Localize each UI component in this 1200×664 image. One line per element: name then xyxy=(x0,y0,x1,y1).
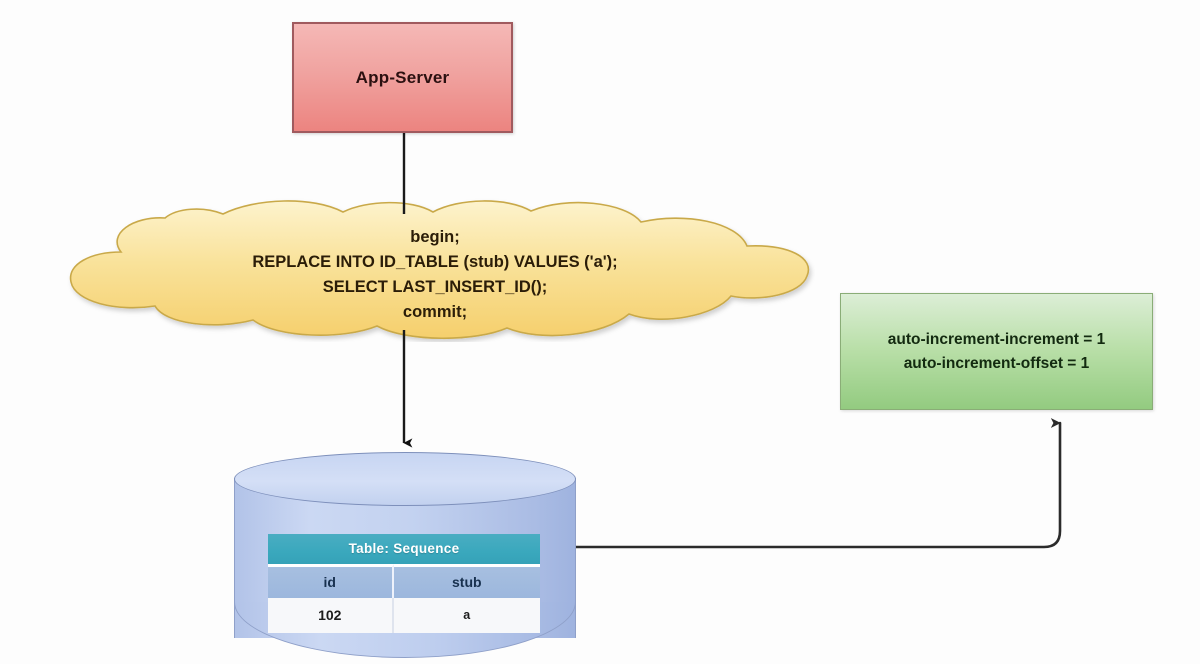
sequence-database-node[interactable]: Table: Sequence id stub 102 a xyxy=(234,452,576,658)
table-header-row: id stub xyxy=(268,564,540,598)
sql-line-replace: REPLACE INTO ID_TABLE (stub) VALUES ('a'… xyxy=(252,253,618,271)
table-title-row: Table: Sequence xyxy=(268,534,540,564)
cloud-shape-icon xyxy=(69,200,810,340)
sql-statement-text: begin; REPLACE INTO ID_TABLE (stub) VALU… xyxy=(55,196,815,342)
sql-line-begin: begin; xyxy=(410,228,460,246)
table-row: 102 a xyxy=(268,598,540,633)
table-title-cell: Table: Sequence xyxy=(268,534,540,564)
column-header-id: id xyxy=(268,564,394,598)
auto-increment-config-node[interactable]: auto-increment-increment = 1 auto-increm… xyxy=(840,293,1153,410)
sequence-table[interactable]: Table: Sequence id stub 102 a xyxy=(268,534,540,633)
cell-stub-value: a xyxy=(393,598,540,633)
sql-cloud-node[interactable]: begin; REPLACE INTO ID_TABLE (stub) VALU… xyxy=(55,196,815,342)
config-line-offset: auto-increment-offset = 1 xyxy=(903,354,1090,372)
app-server-label: App-Server xyxy=(355,67,450,87)
cylinder-top-ellipse xyxy=(234,452,576,506)
cell-id-value: 102 xyxy=(268,598,394,633)
app-server-node[interactable]: App-Server xyxy=(292,22,513,133)
sql-line-select: SELECT LAST_INSERT_ID(); xyxy=(322,278,548,296)
column-header-stub: stub xyxy=(393,564,540,598)
config-line-increment: auto-increment-increment = 1 xyxy=(887,330,1106,348)
sql-line-commit: commit; xyxy=(402,303,468,321)
connector-database-config xyxy=(566,418,1062,549)
